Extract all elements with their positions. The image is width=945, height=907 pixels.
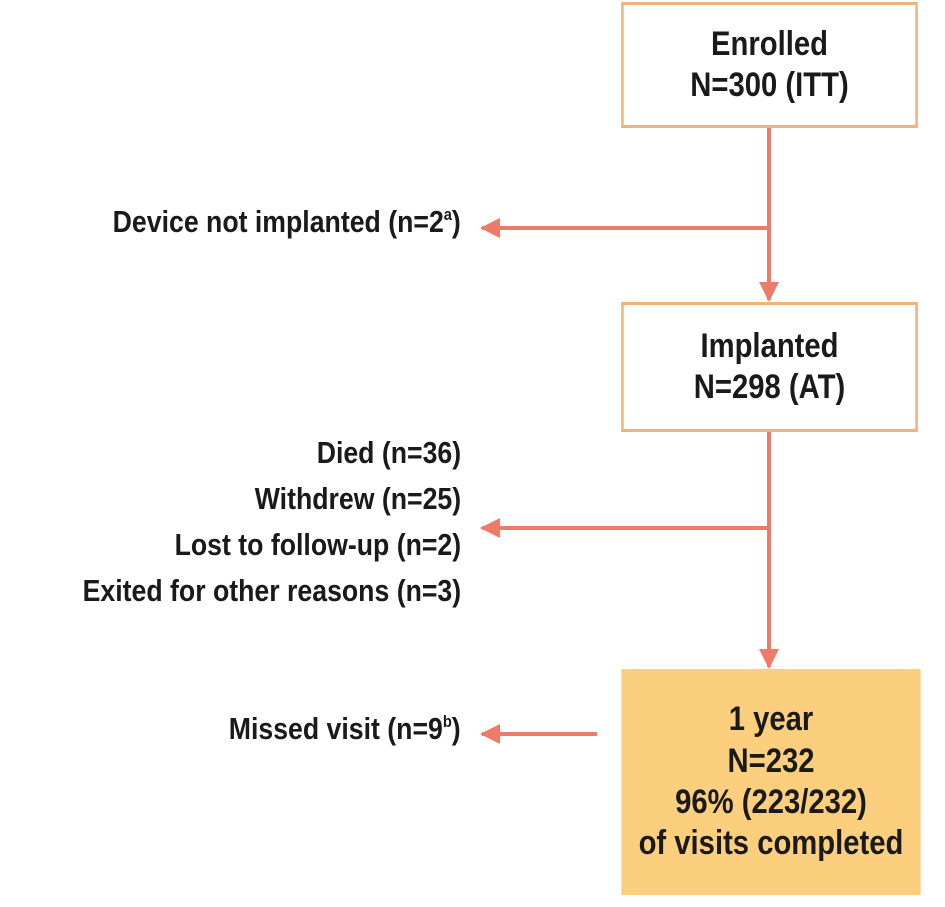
footnote-b: b: [443, 712, 453, 731]
missed-visit-text: Missed visit (n=9: [229, 711, 444, 746]
enrolled-count: N=300 (ITT): [690, 66, 849, 104]
post-implant-exclusions: Died (n=36) Withdrew (n=25) Lost to foll…: [82, 430, 461, 614]
device-not-implanted-label: Device not implanted (n=2a): [113, 199, 461, 245]
withdrew-label: Withdrew (n=25): [254, 481, 461, 516]
enrolled-title: Enrolled: [711, 24, 828, 63]
missed-visit-close: ): [452, 711, 461, 746]
missed-visit-label: Missed visit (n=9b): [229, 706, 461, 752]
implanted-title: Implanted: [700, 326, 839, 365]
implanted-count: N=298 (AT): [693, 368, 846, 406]
died-label: Died (n=36): [316, 435, 461, 470]
implanted-box: Implanted N=298 (AT): [621, 302, 918, 432]
enrolled-box: Enrolled N=300 (ITT): [621, 2, 918, 128]
one-year-visits-label: of visits completed: [638, 824, 904, 863]
lost-to-follow-up-label: Lost to follow-up (n=2): [174, 527, 461, 562]
exited-other-reasons-label: Exited for other reasons (n=3): [82, 573, 461, 608]
one-year-count: N=232: [727, 741, 815, 780]
device-not-implanted-close: ): [452, 204, 461, 239]
one-year-box: 1 year N=232 96% (223/232) of visits com…: [621, 669, 921, 895]
footnote-a: a: [443, 205, 453, 224]
device-not-implanted-text: Device not implanted (n=2: [112, 204, 444, 239]
one-year-title: 1 year: [728, 700, 814, 739]
one-year-percent: 96% (223/232): [675, 783, 867, 821]
